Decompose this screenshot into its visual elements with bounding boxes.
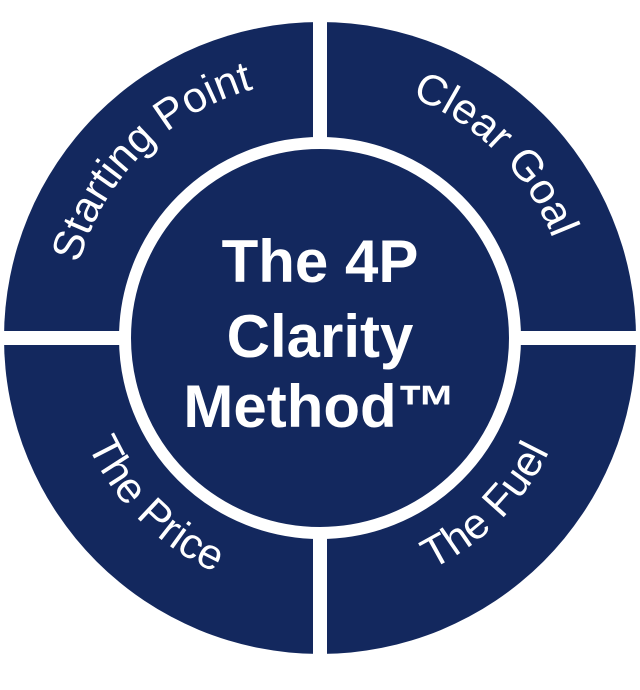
center-title-line-2: Clarity: [227, 303, 414, 370]
inner-circle: [119, 137, 521, 539]
center-title-line-1: The 4P: [222, 228, 419, 295]
center-title-line-3: Method™: [183, 373, 456, 440]
